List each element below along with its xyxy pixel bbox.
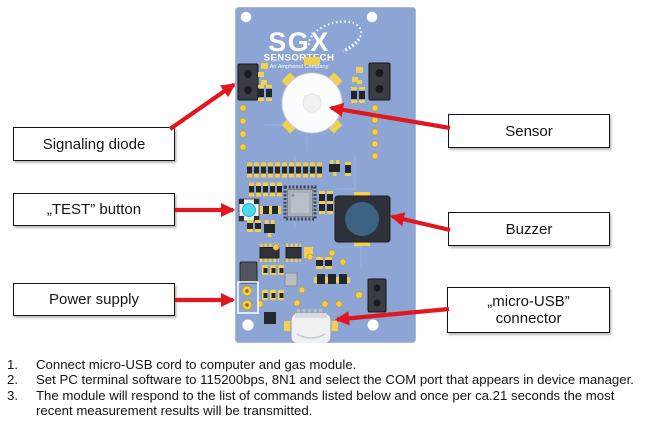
label-power-supply-text: Power supply bbox=[48, 291, 140, 308]
instruction-1-text: Connect micro-USB cord to computer and g… bbox=[36, 357, 357, 372]
logo-brand: SGX bbox=[268, 27, 330, 57]
instruction-3-number: 3. bbox=[7, 387, 18, 403]
instruction-list: 1. Connect micro-USB cord to computer an… bbox=[7, 357, 641, 418]
smd-cluster-mid-left bbox=[247, 206, 281, 237]
label-micro-usb-line2: connector bbox=[495, 310, 562, 327]
label-signaling-diode-text: Signaling diode bbox=[42, 135, 146, 153]
pcb-board-graphic: SGX SENSORTECH An Amphenol Company bbox=[235, 7, 416, 345]
label-micro-usb: „micro-USB” connector bbox=[447, 287, 610, 333]
microcontroller-chip bbox=[283, 185, 317, 221]
instruction-item-1: 1. Connect micro-USB cord to computer an… bbox=[7, 357, 641, 372]
instruction-item-2: 2. Set PC terminal software to 115200bps… bbox=[7, 372, 641, 387]
label-sensor: Sensor bbox=[448, 114, 610, 148]
logo-swoosh-dots bbox=[307, 20, 363, 46]
label-power-supply: Power supply bbox=[13, 283, 175, 316]
logo-swoosh-ticks bbox=[342, 37, 361, 53]
label-test-button: „TEST” button bbox=[13, 193, 175, 226]
sgx-logo: SGX SENSORTECH An Amphenol Company bbox=[264, 20, 363, 70]
label-sensor-text: Sensor bbox=[505, 122, 553, 140]
smd-row-2 bbox=[249, 182, 282, 197]
soic-ics bbox=[259, 243, 313, 262]
top-right-header bbox=[351, 62, 391, 103]
bottom-right-header bbox=[367, 278, 387, 313]
logo-name: SENSORTECH bbox=[264, 53, 335, 64]
label-buzzer-text: Buzzer bbox=[505, 220, 553, 238]
smd-row-1 bbox=[247, 160, 351, 178]
pcb-board: SGX SENSORTECH An Amphenol Company bbox=[235, 7, 416, 345]
label-test-button-text: „TEST” button bbox=[46, 201, 142, 218]
smd-cluster-mid-right bbox=[319, 191, 333, 214]
label-signaling-diode: Signaling diode bbox=[13, 127, 175, 161]
instruction-2-text: Set PC terminal software to 115200bps, 8… bbox=[36, 372, 634, 388]
vias-scattered bbox=[256, 243, 363, 308]
mounting-holes bbox=[240, 11, 380, 332]
label-buzzer: Buzzer bbox=[448, 212, 610, 246]
instruction-3-text: The module will respond to the list of c… bbox=[36, 387, 615, 418]
buzzer bbox=[334, 192, 391, 246]
instruction-1-number: 1. bbox=[7, 357, 18, 372]
signaling-diode-header bbox=[237, 63, 272, 101]
test-button[interactable] bbox=[238, 198, 260, 222]
instruction-item-3: 3. The module will respond to the list o… bbox=[7, 388, 641, 419]
smd-cluster-lower bbox=[239, 257, 350, 300]
logo-tagline: An Amphenol Company bbox=[270, 64, 329, 70]
power-supply-terminal bbox=[237, 281, 259, 314]
label-micro-usb-line1: „micro-USB” bbox=[487, 293, 570, 310]
micro-usb-connector[interactable] bbox=[264, 309, 338, 345]
instruction-2-number: 2. bbox=[7, 372, 18, 388]
arrow-signaling-diode bbox=[168, 82, 236, 131]
